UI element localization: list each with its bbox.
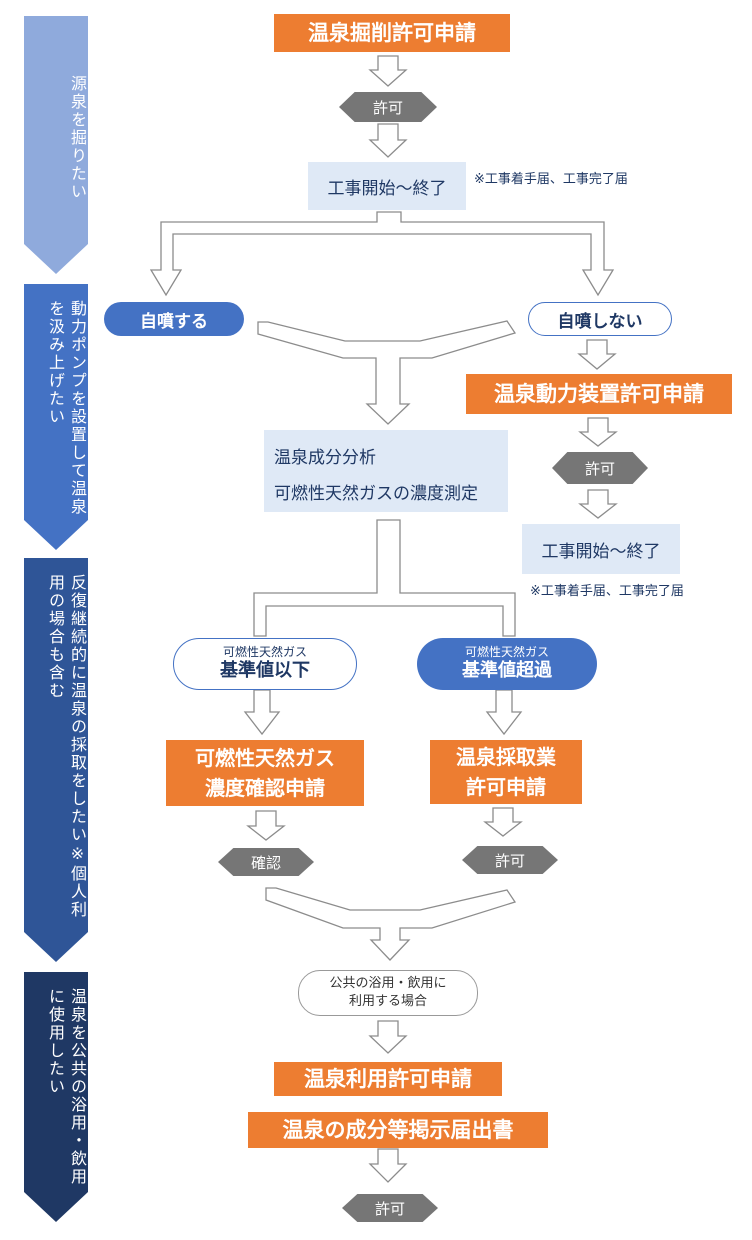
- permit-tag: 許可: [342, 1194, 438, 1222]
- collection-application-box: 温泉採取業 許可申請: [430, 740, 582, 804]
- confirm-label: 確認: [250, 853, 281, 872]
- use-application-label: 温泉利用許可申請: [304, 1067, 472, 1091]
- construction-label: 工事開始～終了: [327, 178, 447, 199]
- branch-arrow-icon: [253, 519, 516, 637]
- down-arrow-icon: [368, 55, 408, 87]
- dig-application-label: 温泉掘削許可申請: [308, 21, 476, 45]
- permit-label: 許可: [584, 459, 615, 478]
- component-notice-label: 温泉の成分等掲示届出書: [282, 1118, 514, 1142]
- permit-label: 許可: [374, 1199, 405, 1218]
- merge-arrow-icon: [265, 887, 517, 961]
- confirm-tag: 確認: [218, 848, 314, 876]
- gas-below-caption: 可燃性天然ガス: [222, 645, 307, 660]
- not-self-spouting-label: 自噴しない: [557, 311, 643, 332]
- public-use-line-1: 公共の浴用・飲用に: [329, 975, 447, 991]
- gas-above-caption: 可燃性天然ガス: [464, 645, 549, 660]
- phase-label: 源泉を掘りたい: [68, 75, 87, 201]
- phase-public-use: 温泉を公共の浴用・飲用に使用したい: [24, 972, 88, 1222]
- permit-label: 許可: [494, 851, 525, 870]
- down-arrow-icon: [243, 689, 281, 736]
- gas-confirm-line-2: 濃度確認申請: [205, 776, 325, 800]
- down-arrow-icon: [246, 810, 286, 841]
- phase-collection: 反復継続的に温泉の採取をしたい※個人利用の場合も含む: [24, 558, 88, 962]
- down-arrow-icon: [483, 807, 523, 837]
- split-arrow-icon: [149, 211, 615, 297]
- phase-label: 反復継続的に温泉の採取をしたい※個人利用の場合も含む: [46, 574, 87, 919]
- down-arrow-icon: [368, 1020, 408, 1054]
- collection-line-1: 温泉採取業: [456, 745, 556, 769]
- use-application-box: 温泉利用許可申請: [274, 1062, 502, 1096]
- construction-label: 工事開始～終了: [541, 541, 661, 562]
- down-arrow-icon: [368, 1148, 408, 1183]
- analysis-box: 温泉成分分析 可燃性天然ガスの濃度測定: [264, 430, 508, 512]
- collection-line-2: 許可申請: [466, 775, 546, 799]
- self-spouting-pill: 自噴する: [104, 302, 244, 336]
- analysis-line-2: 可燃性天然ガスの濃度測定: [274, 484, 478, 504]
- construction-box: 工事開始～終了: [308, 162, 466, 210]
- construction-box: 工事開始～終了: [522, 524, 680, 574]
- gas-below-standard-pill: 可燃性天然ガス 基準値以下: [173, 638, 357, 690]
- permit-tag: 許可: [462, 846, 558, 874]
- self-spouting-label: 自噴する: [140, 311, 208, 332]
- down-arrow-icon: [485, 689, 523, 736]
- public-use-pill: 公共の浴用・飲用に 利用する場合: [298, 970, 478, 1016]
- power-application-box: 温泉動力装置許可申請: [466, 374, 732, 414]
- phase-label: 動力ポンプを設置して温泉を汲み上げたい: [46, 300, 87, 516]
- phase-chevron-shape: [24, 972, 88, 1222]
- merge-arrow-icon: [257, 320, 517, 425]
- down-arrow-icon: [578, 417, 618, 447]
- phase-dig: 源泉を掘りたい: [24, 16, 88, 274]
- public-use-line-2: 利用する場合: [348, 994, 427, 1009]
- phase-chevron-shape: [24, 558, 88, 962]
- down-arrow-icon: [368, 123, 408, 158]
- phase-label: 温泉を公共の浴用・飲用に使用したい: [46, 988, 87, 1186]
- phase-chevron-shape: [24, 16, 88, 274]
- down-arrow-icon: [577, 339, 617, 370]
- gas-confirm-application-box: 可燃性天然ガス 濃度確認申請: [166, 740, 364, 806]
- dig-application-box: 温泉掘削許可申請: [274, 14, 510, 52]
- component-notice-box: 温泉の成分等掲示届出書: [248, 1112, 548, 1148]
- permit-label: 許可: [372, 98, 403, 117]
- analysis-line-1: 温泉成分分析: [274, 448, 376, 468]
- phase-chevron-shape: [24, 284, 88, 550]
- permit-tag: 許可: [552, 452, 648, 484]
- construction-note: ※工事着手届、工事完了届: [474, 172, 628, 187]
- not-self-spouting-pill: 自噴しない: [528, 302, 672, 336]
- power-application-label: 温泉動力装置許可申請: [494, 382, 704, 406]
- down-arrow-icon: [578, 489, 618, 519]
- gas-above-standard-pill: 可燃性天然ガス 基準値超過: [417, 638, 597, 690]
- gas-below-label: 基準値以下: [220, 660, 310, 682]
- gas-above-label: 基準値超過: [462, 660, 552, 682]
- construction-note: ※工事着手届、工事完了届: [530, 584, 684, 599]
- permit-tag: 許可: [339, 92, 437, 122]
- gas-confirm-line-1: 可燃性天然ガス: [195, 746, 335, 770]
- phase-pump: 動力ポンプを設置して温泉を汲み上げたい: [24, 284, 88, 550]
